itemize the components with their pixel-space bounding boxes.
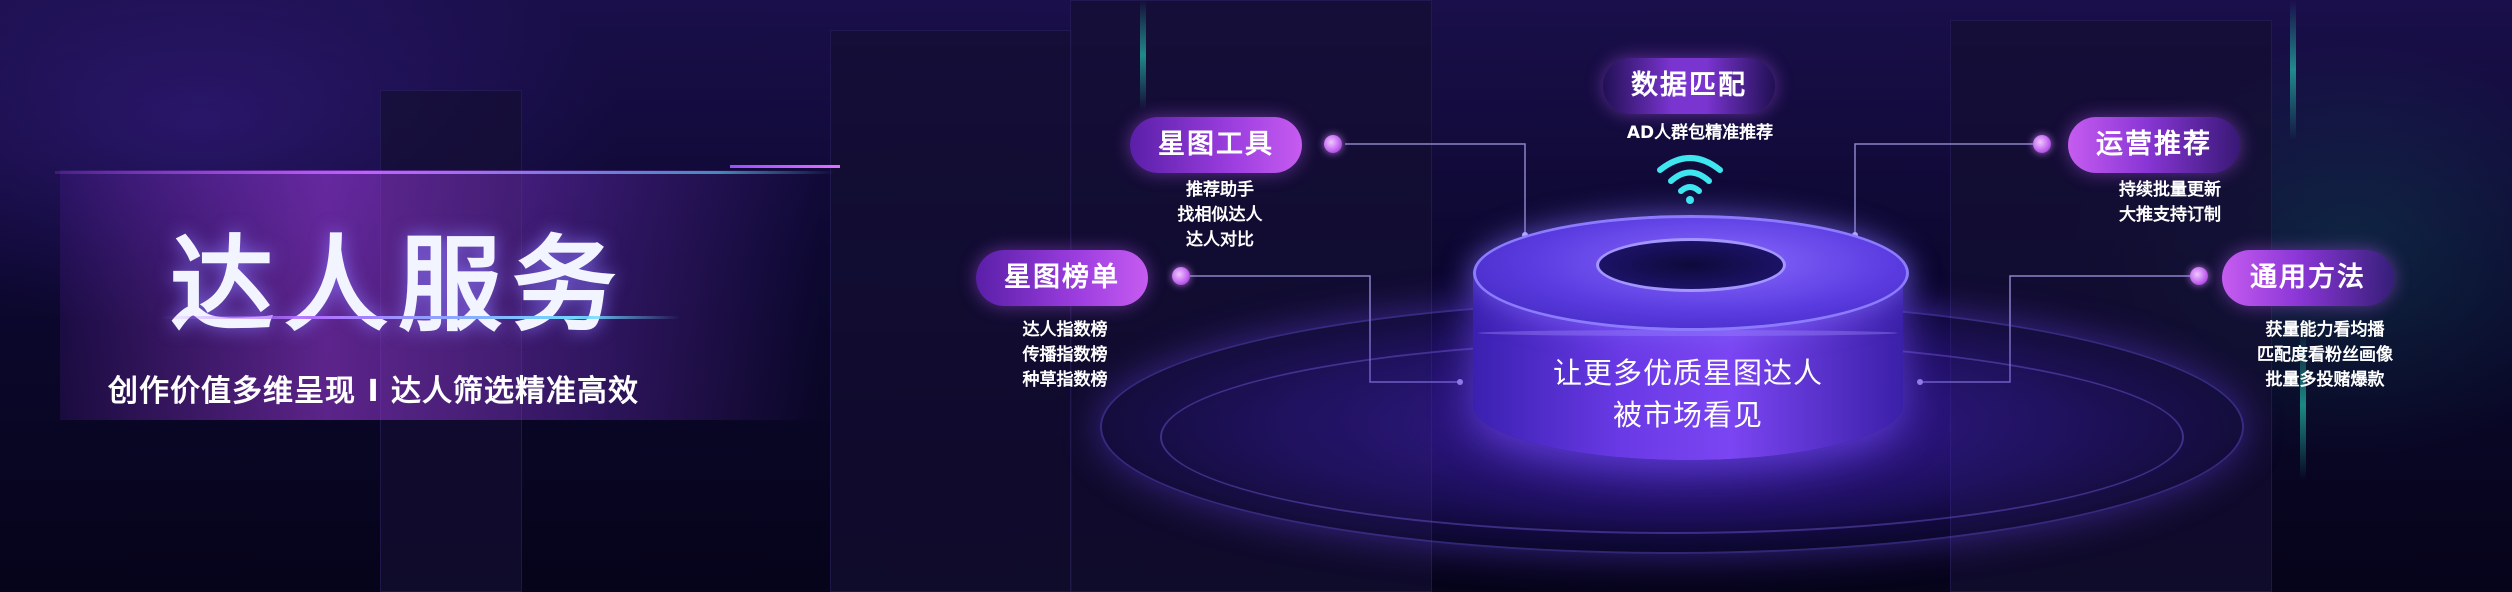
feature-general-method-items: 获量能力看均播 匹配度看粉丝画像 批量多投赌爆款 <box>2230 318 2420 393</box>
list-item: 达人对比 <box>1186 230 1254 250</box>
decorative-line <box>730 165 840 168</box>
feature-general-method-label: 通用方法 <box>2222 250 2394 306</box>
platform-disk-band <box>1478 330 1898 336</box>
center-slogan-line1: 让更多优质星图达人 <box>1552 356 1823 390</box>
page-subtitle: 创作价值多维呈现 I 达人筛选精准高效 <box>108 374 640 409</box>
feature-ops-recommend-items: 持续批量更新 大推支持订制 <box>2080 178 2260 228</box>
list-item: 匹配度看粉丝画像 <box>2257 345 2393 365</box>
connector-node <box>2033 135 2051 153</box>
list-item: 持续批量更新 <box>2119 180 2221 200</box>
feature-ops-recommend-label: 运营推荐 <box>2068 117 2240 173</box>
connector-node <box>1324 135 1342 153</box>
list-item: 推荐助手 <box>1186 180 1254 200</box>
decorative-glow <box>2300 330 2306 480</box>
decorative-line <box>55 171 835 174</box>
connector-node <box>1172 267 1190 285</box>
platform-disk-hole <box>1596 238 1786 292</box>
list-item: 大推支持订制 <box>2119 205 2221 225</box>
feature-star-tools-label: 星图工具 <box>1130 117 1302 173</box>
feature-star-rank-label: 星图榜单 <box>976 250 1148 306</box>
decorative-glow <box>1140 0 1146 110</box>
decorative-line <box>160 316 680 319</box>
feature-star-tools-items: 推荐助手 找相似达人 达人对比 <box>1140 178 1300 253</box>
list-item: 达人指数榜 <box>1022 320 1108 340</box>
wifi-signal-icon <box>1657 155 1723 204</box>
building-silhouette <box>830 30 1072 592</box>
list-item: 获量能力看均播 <box>2265 320 2385 340</box>
list-item: 种草指数榜 <box>1022 370 1108 390</box>
center-slogan: 让更多优质星图达人 被市场看见 <box>1473 352 1903 436</box>
center-slogan-line2: 被市场看见 <box>1612 398 1763 432</box>
title-banner <box>60 170 820 420</box>
feature-data-match-label: 数据匹配 <box>1603 58 1775 114</box>
page-title: 达人服务 <box>170 224 627 346</box>
list-item: 传播指数榜 <box>1022 345 1108 365</box>
decorative-glow <box>2290 0 2296 140</box>
list-item: 找相似达人 <box>1177 205 1263 225</box>
connector-node <box>2190 267 2208 285</box>
feature-star-rank-items: 达人指数榜 传播指数榜 种草指数榜 <box>990 318 1140 393</box>
feature-data-match-items: AD人群包精准推荐 <box>1600 121 1800 146</box>
list-item: AD人群包精准推荐 <box>1626 123 1774 143</box>
list-item: 批量多投赌爆款 <box>2265 370 2385 390</box>
